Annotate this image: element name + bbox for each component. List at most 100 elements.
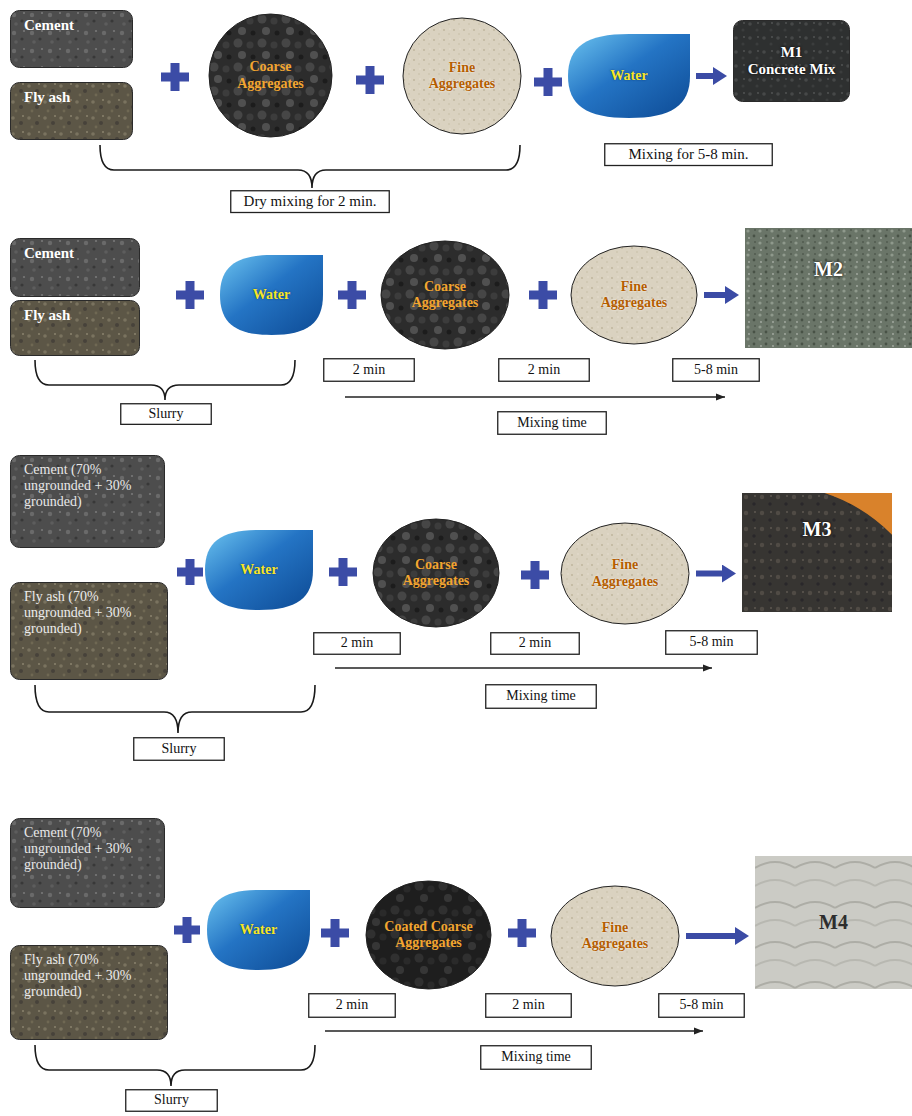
node-text: M1	[741, 44, 842, 61]
text-block: Fly ash (70% ungrounded + 30% grounded)	[24, 589, 154, 637]
node-text: Coarse Aggregates	[390, 557, 482, 589]
text-block: Fine Aggregates	[568, 920, 662, 952]
flow-arrow	[686, 933, 735, 939]
text-block: Fly ash	[24, 89, 119, 106]
text-block: Cement	[24, 17, 119, 34]
step-box: Dry mixing for 2 min.	[230, 190, 390, 213]
ingredient-box: Fly ash	[10, 300, 140, 356]
plus-sign	[329, 558, 357, 586]
step-box: Slurry	[120, 403, 212, 425]
drop-outline	[220, 255, 323, 335]
node-text: Fly ash (70% ungrounded + 30% grounded)	[24, 589, 154, 637]
text-block: Coarse Aggregates	[390, 557, 482, 589]
plus-sign	[521, 561, 549, 589]
ingredient-box: Fly ash	[10, 82, 133, 140]
text-block: Water	[231, 287, 311, 303]
textured-panel	[11, 11, 133, 68]
step-box: 2 min	[490, 632, 580, 655]
mix-sample: M2	[745, 228, 912, 348]
curly-bracket	[35, 685, 315, 733]
text-block: 5-8 min	[680, 997, 724, 1013]
step-box: Mixing time	[480, 1045, 592, 1070]
time-arrow	[335, 667, 712, 669]
node-text: 2 min	[528, 362, 560, 378]
node-text: 2 min	[512, 997, 544, 1013]
plus-sign	[529, 281, 557, 309]
bucket-edge	[825, 493, 893, 535]
node-text: Dry mixing for 2 min.	[244, 193, 377, 210]
mix-sample: M4	[755, 856, 912, 989]
plus-sign	[338, 281, 366, 309]
ellipse-outline	[373, 519, 499, 627]
textured-panel	[11, 583, 168, 680]
node-text: Cement (70% ungrounded + 30% grounded)	[24, 462, 151, 510]
box-outline	[605, 144, 773, 166]
text-block: 5-8 min	[694, 362, 738, 378]
text-block: Cement (70% ungrounded + 30% grounded)	[24, 462, 151, 510]
node-text: 2 min	[336, 997, 368, 1013]
text-block: 2 min	[353, 362, 385, 378]
step-box: Mixing time	[485, 684, 597, 709]
step-box: Mixing time	[497, 411, 607, 435]
flow-arrow	[704, 292, 725, 298]
node-text: Mixing time	[517, 415, 587, 431]
mix-sample: M1Concrete Mix	[733, 20, 850, 102]
node-text: Fine Aggregates	[419, 60, 505, 92]
step-box: 2 min	[313, 632, 401, 655]
plus-sign	[177, 559, 203, 585]
node-text: Water	[231, 287, 311, 303]
step-box: Slurry	[133, 737, 225, 761]
text-block: M4	[763, 911, 904, 934]
node-text: 2 min	[519, 635, 551, 651]
ellipse-outline	[551, 886, 679, 986]
text-block: Slurry	[162, 741, 197, 757]
step-box: 5-8 min	[665, 630, 758, 655]
node-text: M4	[763, 911, 904, 934]
aggregate-ellipse: Coated Coarse Aggregates	[365, 880, 492, 990]
text-block: M1Concrete Mix	[741, 44, 842, 79]
box-outline	[486, 685, 597, 709]
box-outline	[324, 359, 415, 382]
node-text: Fine Aggregates	[568, 920, 662, 952]
drop-outline	[205, 530, 313, 610]
time-arrow	[325, 1030, 703, 1032]
box-outline	[121, 404, 212, 425]
node-text: Cement	[24, 245, 126, 262]
node-text: Coarse Aggregates	[226, 59, 316, 91]
ingredient-box: Cement (70% ungrounded + 30% grounded)	[10, 455, 165, 548]
ellipse-outline	[561, 523, 689, 624]
plus-sign	[321, 919, 349, 947]
plus-sign	[176, 281, 204, 309]
aggregate-ellipse: Fine Aggregates	[570, 245, 698, 345]
node-text: 5-8 min	[680, 997, 724, 1013]
box-outline	[498, 412, 607, 435]
drop-outline	[207, 890, 310, 970]
water-drop: Water	[220, 255, 323, 335]
box-outline	[134, 738, 225, 761]
textured-panel	[11, 456, 165, 548]
text-block: Fine Aggregates	[578, 557, 672, 589]
node-text: M2	[753, 258, 904, 281]
box-outline	[491, 633, 580, 655]
step-box: 2 min	[498, 358, 590, 382]
box-outline	[314, 633, 401, 655]
textured-panel	[11, 83, 133, 140]
text-block: Fine Aggregates	[419, 60, 505, 92]
textured-panel	[11, 239, 140, 297]
curly-bracket	[35, 360, 295, 400]
plus-sign	[534, 68, 562, 96]
drop-outline	[568, 34, 690, 118]
step-box: 5-8 min	[658, 993, 745, 1018]
plus-sign	[161, 63, 189, 91]
ingredient-box: Cement	[10, 10, 133, 68]
aggregate-ellipse: Coarse Aggregates	[372, 518, 500, 628]
photo-panel	[755, 856, 912, 989]
node-text: Water	[218, 922, 298, 938]
mix-sample-shape	[745, 228, 912, 348]
mix-sample-shape	[742, 493, 892, 612]
node-text: 2 min	[341, 635, 373, 651]
ellipse-outline	[209, 14, 332, 137]
text-block: Water	[218, 922, 298, 938]
step-box: Slurry	[125, 1089, 218, 1112]
